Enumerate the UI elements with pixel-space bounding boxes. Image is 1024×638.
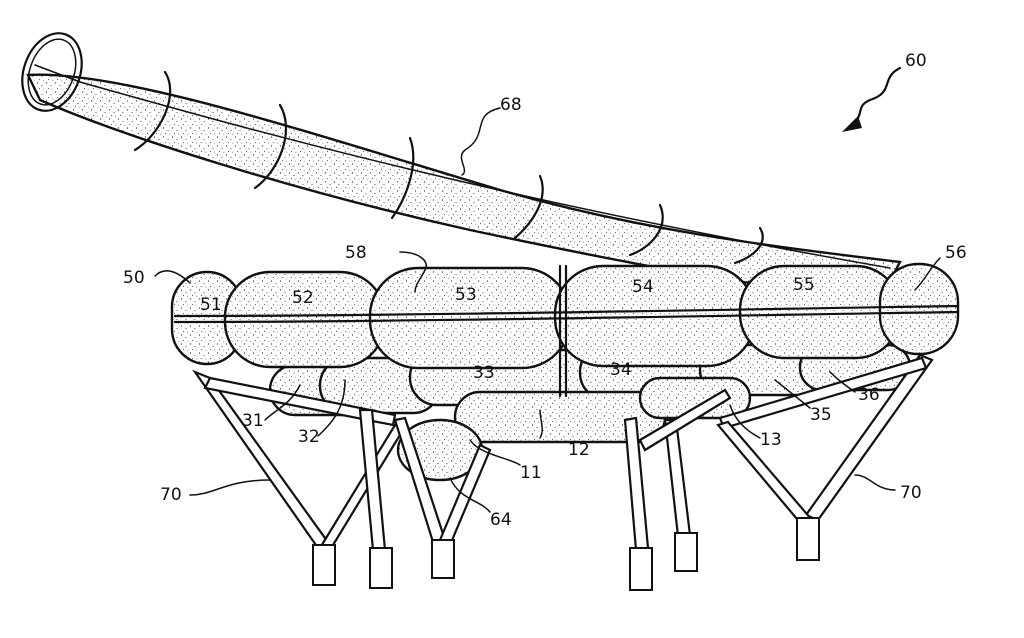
label-56: 56	[945, 243, 967, 263]
upper-row-50	[170, 262, 960, 398]
label-11: 11	[520, 463, 542, 483]
assembly-arrow-60	[842, 66, 902, 132]
label-32: 32	[298, 427, 320, 447]
label-50: 50	[123, 268, 145, 288]
label-70-left: 70	[160, 485, 182, 505]
label-34: 34	[610, 360, 632, 380]
label-54: 54	[632, 277, 654, 297]
label-60: 60	[905, 51, 927, 71]
support-left-70	[191, 369, 492, 589]
label-52: 52	[292, 288, 314, 308]
label-58: 58	[345, 243, 367, 263]
tube-68	[21, 32, 902, 302]
label-12: 12	[568, 440, 590, 460]
label-55: 55	[793, 275, 815, 295]
support-right-70	[623, 353, 934, 591]
label-31: 31	[242, 411, 264, 431]
leader-lines	[154, 107, 941, 513]
label-53: 53	[455, 285, 477, 305]
label-33: 33	[473, 363, 495, 383]
label-13: 13	[760, 430, 782, 450]
label-36: 36	[858, 385, 880, 405]
reference-numerals: 60 68 50 58 56 51 52 53 54 55 33 34 31 3…	[123, 51, 967, 530]
label-70-right: 70	[900, 483, 922, 503]
label-68: 68	[500, 95, 522, 115]
label-64: 64	[490, 510, 512, 530]
label-51: 51	[200, 295, 222, 315]
label-35: 35	[810, 405, 832, 425]
